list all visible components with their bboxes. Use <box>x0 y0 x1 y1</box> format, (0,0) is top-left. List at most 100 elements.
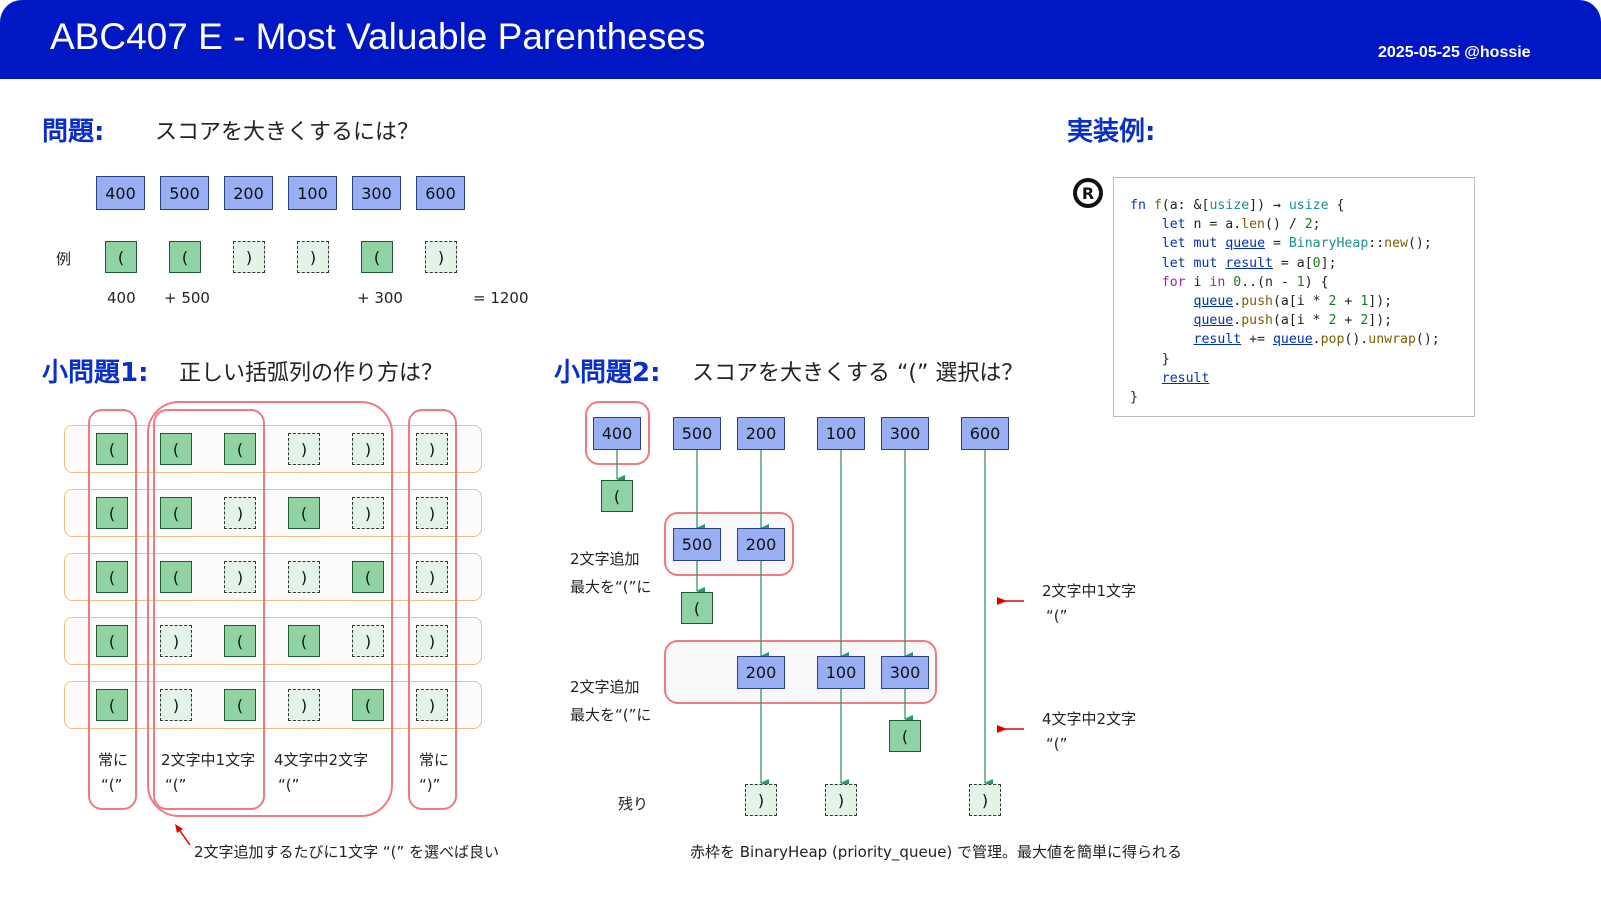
open-paren-box: ( <box>160 561 192 593</box>
rest-label: 残り <box>618 795 649 813</box>
sub1-text: 正しい括弧列の作り方は？ <box>179 361 444 386</box>
close-paren-box: ) <box>288 433 320 465</box>
number-box: 500 <box>673 417 721 450</box>
open-paren-box: ( <box>361 241 393 273</box>
close-paren-box: ) <box>352 497 384 529</box>
example-label: 例 <box>56 250 72 268</box>
score-term: + 500 <box>164 289 210 307</box>
open-paren-box: ( <box>288 625 320 657</box>
sequence-row <box>64 425 482 473</box>
score-term: + 300 <box>357 289 403 307</box>
close-paren-box: ) <box>745 784 777 816</box>
sequence-row <box>64 489 482 537</box>
col-label-always-open-char: “(” <box>101 776 123 794</box>
open-paren-box: ( <box>96 497 128 529</box>
heap-number-box: 100 <box>817 656 865 689</box>
number-box: 600 <box>416 176 465 210</box>
rust-code: fn f(a: &[usize]) → usize { let n = a.le… <box>1130 198 1440 406</box>
sub2-text: スコアを大きくする “(” 選択は？ <box>692 361 1024 386</box>
open-paren-box: ( <box>288 497 320 529</box>
number-box: 100 <box>817 417 865 450</box>
open-paren-box: ( <box>224 625 256 657</box>
close-paren-box: ) <box>825 784 857 816</box>
code-block: fn f(a: &[usize]) → usize { let n = a.le… <box>1113 177 1475 417</box>
close-paren-box: ) <box>288 561 320 593</box>
col-label-4of2: 4文字中2文字 <box>274 751 369 769</box>
open-paren-box: ( <box>352 561 384 593</box>
heap-number-box: 200 <box>737 528 785 561</box>
note-2of1-char: “(” <box>1046 607 1068 625</box>
close-paren-box: ) <box>224 561 256 593</box>
note-4of2-char: “(” <box>1046 735 1068 753</box>
col-label-always-open: 常に <box>98 751 129 769</box>
open-paren-box: ( <box>96 625 128 657</box>
close-paren-box: ) <box>352 433 384 465</box>
close-paren-box: ) <box>416 561 448 593</box>
close-paren-box: ) <box>416 689 448 721</box>
step-label: 2文字追加 <box>570 550 640 568</box>
open-paren-box: ( <box>889 720 921 752</box>
close-paren-box: ) <box>288 689 320 721</box>
title-bar <box>0 0 1601 79</box>
number-box: 400 <box>96 176 145 210</box>
close-paren-box: ) <box>224 497 256 529</box>
sequence-row <box>64 617 482 665</box>
close-paren-box: ) <box>352 625 384 657</box>
page-title: ABC407 E - Most Valuable Parentheses <box>50 16 706 57</box>
open-paren-box: ( <box>160 497 192 529</box>
sub2-label: 小問題2: <box>554 358 661 388</box>
heap-number-box: 300 <box>881 656 929 689</box>
close-paren-box: ) <box>233 241 265 273</box>
step-label: 2文字追加 <box>570 678 640 696</box>
open-paren-box: ( <box>224 433 256 465</box>
col-label-2of1: 2文字中1文字 <box>161 751 256 769</box>
problem-text: スコアを大きくするには？ <box>155 120 420 145</box>
number-box: 300 <box>352 176 401 210</box>
close-paren-box: ) <box>297 241 329 273</box>
open-paren-box: ( <box>352 689 384 721</box>
close-paren-box: ) <box>416 625 448 657</box>
number-box: 600 <box>961 417 1009 450</box>
open-paren-box: ( <box>105 241 137 273</box>
open-paren-box: ( <box>96 689 128 721</box>
col-label-4of2-char: “(” <box>278 776 300 794</box>
heap-number-box: 500 <box>673 528 721 561</box>
number-box: 100 <box>288 176 337 210</box>
number-box: 300 <box>881 417 929 450</box>
close-paren-box: ) <box>160 625 192 657</box>
sub1-label: 小問題1: <box>42 358 149 388</box>
sequence-row <box>64 681 482 729</box>
close-paren-box: ) <box>416 433 448 465</box>
number-box: 200 <box>224 176 273 210</box>
date-author: 2025-05-25 @hossie <box>1378 44 1531 61</box>
heap-number-box: 200 <box>737 656 785 689</box>
step-label: 最大を“(”に <box>570 706 652 724</box>
close-paren-box: ) <box>969 784 1001 816</box>
number-box: 500 <box>160 176 209 210</box>
open-paren-box: ( <box>224 689 256 721</box>
open-paren-box: ( <box>160 433 192 465</box>
open-paren-box: ( <box>96 561 128 593</box>
note-4of2: 4文字中2文字 <box>1042 710 1137 728</box>
note-2of1: 2文字中1文字 <box>1042 582 1137 600</box>
close-paren-box: ) <box>425 241 457 273</box>
always-open-column-highlight <box>88 409 137 810</box>
number-box: 200 <box>737 417 785 450</box>
col-label-always-close-char: “)” <box>419 776 441 794</box>
sub1-footnote: 2文字追加するたびに1文字 “(” を選べば良い <box>194 843 500 861</box>
sequence-row <box>64 553 482 601</box>
rust-logo-icon: R <box>1073 178 1103 208</box>
open-paren-box: ( <box>96 433 128 465</box>
sub2-caption: 赤枠を BinaryHeap (priority_queue) で管理。最大値を… <box>690 843 1183 861</box>
close-paren-box: ) <box>160 689 192 721</box>
impl-label: 実装例: <box>1067 117 1156 147</box>
open-paren-box: ( <box>681 592 713 624</box>
two-of-one-group-highlight <box>153 409 265 810</box>
close-paren-box: ) <box>416 497 448 529</box>
col-label-2of1-char: “(” <box>165 776 187 794</box>
col-label-always-close: 常に <box>419 751 450 769</box>
score-term: 400 <box>107 289 136 307</box>
always-close-column-highlight <box>408 409 457 810</box>
open-paren-box: ( <box>601 480 633 512</box>
